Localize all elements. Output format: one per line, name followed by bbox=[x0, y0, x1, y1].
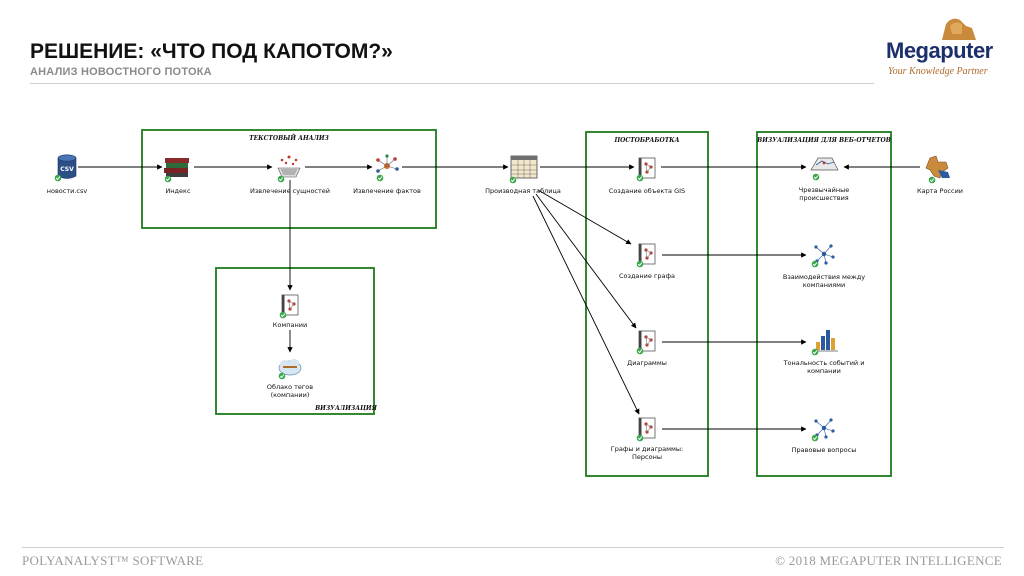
check-icon bbox=[636, 174, 644, 182]
network-icon bbox=[814, 418, 835, 439]
check-icon bbox=[928, 176, 936, 184]
bar-chart-icon bbox=[814, 330, 838, 352]
node-entity-extraction: Извлечение сущностей bbox=[250, 155, 330, 195]
check-icon bbox=[279, 311, 287, 319]
label-legal-issues: Правовые вопросы bbox=[792, 446, 857, 454]
group-label-text-analysis: ТЕКСТОВЫЙ АНАЛИЗ bbox=[249, 134, 329, 142]
check-icon bbox=[164, 175, 172, 183]
network-icon bbox=[814, 244, 835, 265]
label-emergencies-1: Чрезвычайные bbox=[799, 186, 849, 194]
label-derived-table: Производная таблица bbox=[485, 187, 561, 195]
label-interactions-1: Взаимодействия между bbox=[783, 273, 865, 281]
edge-table-charts bbox=[535, 193, 637, 329]
slide-subtitle: АНАЛИЗ НОВОСТНОГО ПОТОКА bbox=[30, 66, 212, 78]
check-icon bbox=[278, 372, 286, 380]
sphinx-icon bbox=[942, 18, 976, 40]
node-index: Индекс bbox=[164, 158, 191, 195]
map-report-icon bbox=[810, 157, 839, 171]
slide-title: РЕШЕНИЕ: «ЧТО ПОД КАПОТОМ?» bbox=[30, 40, 393, 63]
group-box-text-analysis bbox=[141, 129, 437, 229]
label-gis-object: Создание объекта GIS bbox=[609, 187, 685, 195]
node-legal-issues: Правовые вопросы bbox=[792, 418, 857, 454]
label-fact-extraction: Извлечение фактов bbox=[353, 187, 421, 195]
label-index: Индекс bbox=[165, 187, 191, 195]
check-icon bbox=[376, 174, 384, 182]
group-label-visualization: ВИЗУАЛИЗАЦИЯ bbox=[314, 405, 377, 412]
csv-badge: CSV bbox=[60, 166, 74, 173]
check-icon bbox=[811, 434, 819, 442]
logo-wordmark: Megaputer bbox=[886, 38, 993, 63]
check-icon bbox=[636, 434, 644, 442]
label-companies: Компании bbox=[273, 321, 307, 329]
node-graphs-persons: Графы и диаграммы: Персоны bbox=[611, 417, 683, 461]
node-news-csv: CSV новости.csv bbox=[47, 154, 88, 195]
label-graphs-persons-1: Графы и диаграммы: bbox=[611, 445, 683, 453]
check-icon bbox=[54, 174, 62, 182]
label-tag-cloud-1: Облако тегов bbox=[267, 383, 313, 391]
books-icon bbox=[164, 158, 189, 177]
logo-tagline: Your Knowledge Partner bbox=[888, 66, 988, 77]
label-tag-cloud-2: (компании) bbox=[271, 391, 310, 399]
label-russia-map: Карта России bbox=[917, 187, 963, 195]
diagram-edges bbox=[78, 164, 920, 432]
document-graph-icon bbox=[281, 294, 299, 316]
label-emergencies-2: происшествия bbox=[799, 194, 849, 202]
edge-table-persons bbox=[532, 195, 640, 415]
node-tag-cloud: Облако тегов (компании) bbox=[267, 359, 313, 399]
check-icon bbox=[811, 260, 819, 268]
check-icon bbox=[811, 348, 819, 356]
table-icon bbox=[510, 155, 538, 179]
megaputer-logo: Megaputer Your Knowledge Partner bbox=[880, 14, 1010, 84]
check-icon bbox=[636, 347, 644, 355]
label-news-csv: новости.csv bbox=[47, 187, 88, 195]
node-derived-table: Производная таблица bbox=[485, 155, 561, 195]
entity-extraction-icon bbox=[277, 155, 301, 178]
group-box-web-reports bbox=[756, 131, 892, 477]
group-label-web-reports: ВИЗУАЛИЗАЦИЯ ДЛЯ ВЕБ-ОТЧЕТОВ bbox=[756, 137, 891, 144]
node-emergencies: Чрезвычайные происшествия bbox=[799, 157, 849, 202]
document-graph-icon bbox=[638, 330, 656, 352]
node-companies: Компании bbox=[273, 294, 307, 329]
group-box-visualization bbox=[215, 267, 375, 415]
node-gis-object: Создание объекта GIS bbox=[609, 157, 685, 195]
node-fact-extraction: Извлечение фактов bbox=[353, 154, 421, 195]
footer-copyright: © 2018 MEGAPUTER INTELLIGENCE bbox=[775, 553, 1002, 568]
check-icon bbox=[636, 260, 644, 268]
document-graph-icon bbox=[638, 417, 656, 439]
group-label-postprocessing: ПОСТОБРАБОТКА bbox=[613, 137, 679, 144]
node-interactions: Взаимодействия между компаниями bbox=[783, 244, 865, 289]
check-icon bbox=[277, 175, 285, 183]
label-entity-extraction: Извлечение сущностей bbox=[250, 187, 330, 195]
header-divider bbox=[30, 83, 874, 84]
check-icon bbox=[509, 176, 517, 184]
node-sentiment: Тональность событий и компании bbox=[783, 330, 865, 375]
label-sentiment-1: Тональность событий и bbox=[783, 359, 865, 367]
csv-database-icon: CSV bbox=[57, 154, 77, 179]
label-charts: Диаграммы bbox=[627, 359, 667, 367]
document-graph-icon bbox=[638, 157, 656, 179]
edge-table-graph bbox=[537, 189, 632, 245]
map-icon bbox=[925, 155, 950, 179]
node-russia-map: Карта России bbox=[917, 155, 963, 195]
label-graph-creation: Создание графа bbox=[619, 272, 675, 280]
label-graphs-persons-2: Персоны bbox=[632, 453, 662, 461]
document-graph-icon bbox=[638, 243, 656, 265]
fact-extraction-icon bbox=[376, 154, 399, 173]
footer-divider bbox=[22, 547, 1004, 548]
node-graph-creation: Создание графа bbox=[619, 243, 675, 280]
label-sentiment-2: компании bbox=[807, 367, 841, 375]
footer-product: POLYANALYST™ SOFTWARE bbox=[22, 553, 204, 568]
label-interactions-2: компаниями bbox=[803, 281, 846, 289]
node-charts: Диаграммы bbox=[627, 330, 667, 367]
cloud-icon bbox=[278, 359, 302, 376]
check-icon bbox=[812, 173, 820, 181]
